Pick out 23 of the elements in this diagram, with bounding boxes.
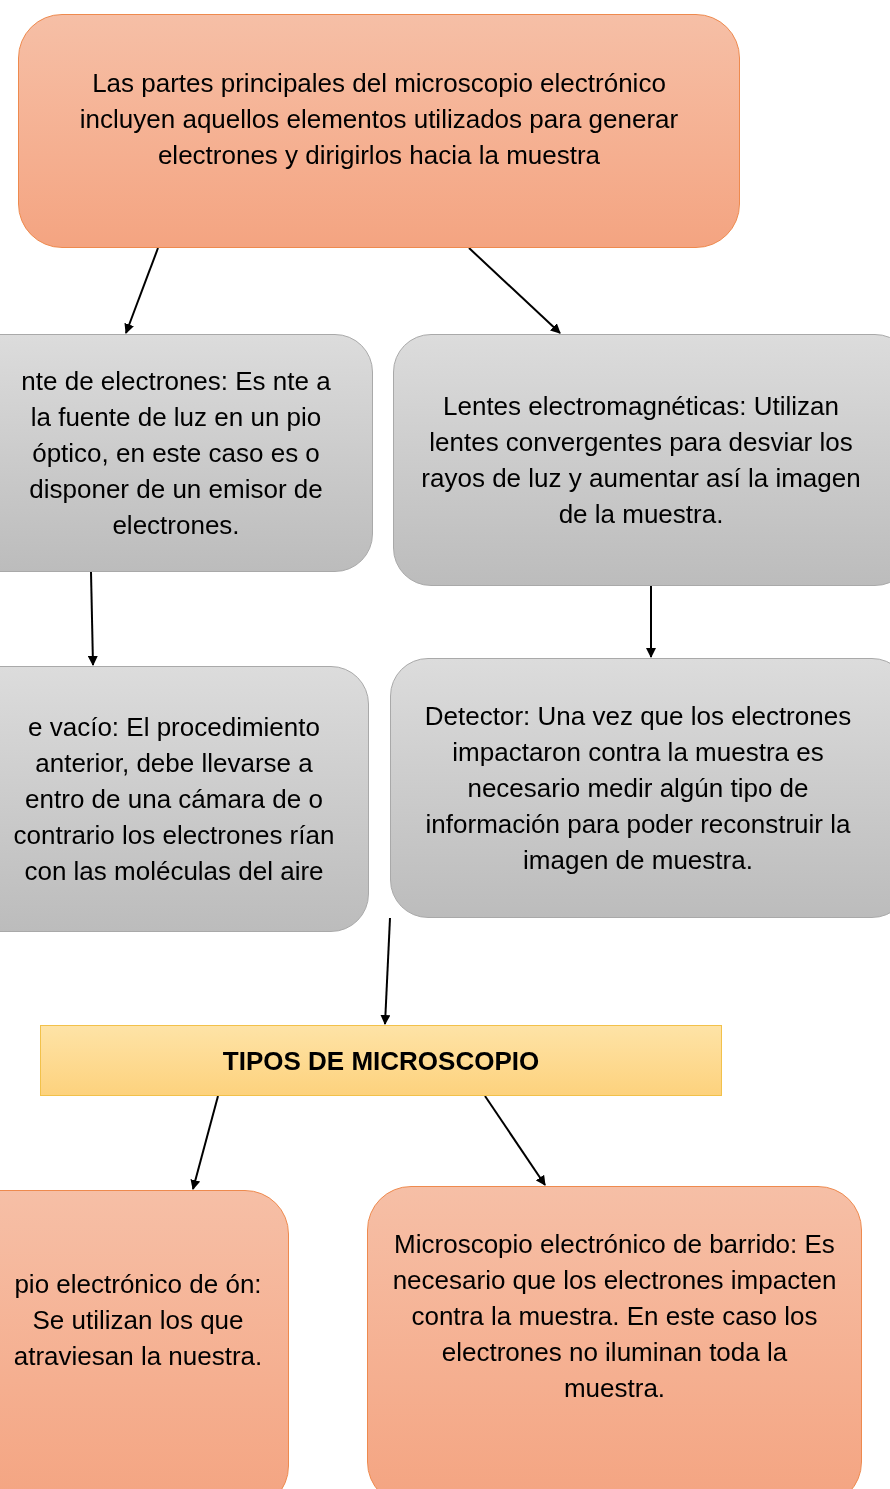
text-box [393,334,890,586]
arrow [124,247,159,334]
arrow [380,917,391,1025]
text-box [0,666,369,932]
box-text: nte de electrones: Es nte a la fuente de luz en un pio óptico, en este caso es o disponer de un emisor de electrones. [20,365,332,542]
text-box [0,334,373,572]
arrow [646,585,656,658]
box-text: Las partes principales del microscopio electrónico incluyen aquellos elementos utilizados para generar electrones y dirigirlos hacia la muestra [78,67,680,172]
arrow [87,571,98,666]
box-text: pio electrónico de ón: Se utilizan los que atraviesan la nuestra. [12,1268,264,1373]
arrow [484,1095,546,1186]
box-text: TIPOS DE MICROSCOPIO [222,1044,540,1078]
arrow [190,1095,219,1190]
text-box [18,14,740,248]
heading-box [40,1025,722,1096]
arrow [468,247,561,334]
text-box [390,658,890,918]
text-box [367,1186,862,1489]
box-text: e vacío: El procedimiento anterior, debe llevarse a entro de una cámara de o contrario los electrones rían con las moléculas del aire [12,711,336,888]
box-text: Detector: Una vez que los electrones impactaron contra la muestra es necesario medir algún tipo de información para poder reconstruir la imagen de muestra. [423,700,853,877]
text-box [0,1190,289,1489]
box-text: Lentes electromagnéticas: Utilizan lentes convergentes para desviar los rayos de luz y aumentar así la imagen de la muestra. [420,390,862,531]
box-text: Microscopio electrónico de barrido: Es necesario que los electrones impacten contra la muestra. En este caso los electrones no iluminan toda la muestra. [392,1228,837,1405]
